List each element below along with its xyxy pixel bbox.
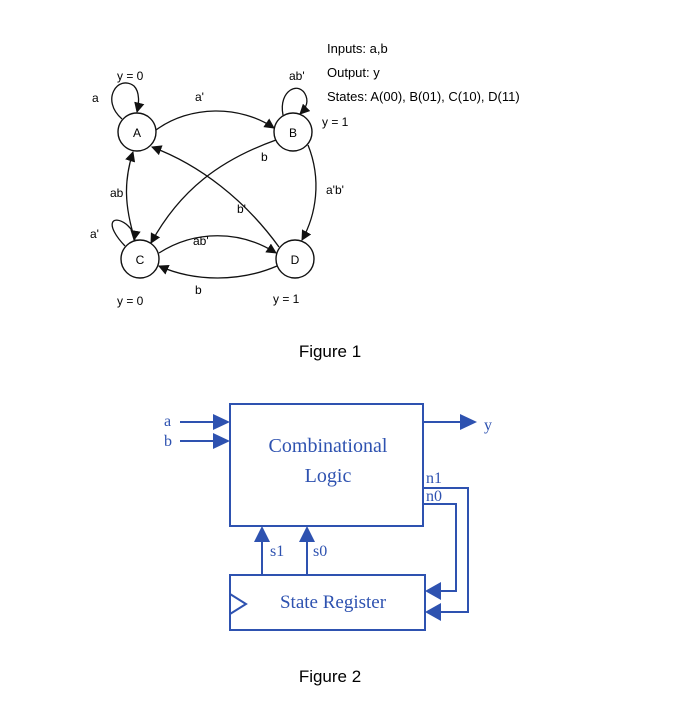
comb-logic-title-line2: Logic [305,465,352,487]
input-a-label: a [164,413,171,430]
edge-c-to-d [158,235,277,254]
edge-b-to-c-label: b [261,150,268,164]
state-register-box [229,574,426,631]
combinational-logic-box [229,403,424,527]
state-d-label: D [291,253,300,267]
next-state-n1-label: n1 [426,470,442,487]
edge-b-self-label: ab' [289,69,305,83]
figure-1-caption: Figure 1 [299,342,361,361]
state-b-output: y = 1 [322,115,349,129]
edge-a-self-label: a [92,91,99,105]
edge-d-to-a [151,145,280,248]
state-c-output: y = 0 [117,294,144,308]
feedback-n0-arrow [425,582,441,600]
figure-2-block-diagram: a b Combinational Logic y n1 n0 State Re… [164,403,492,686]
state-s1-label: s1 [270,543,284,560]
feedback-n1-wire [423,487,469,613]
state-b-label: B [289,126,297,140]
edge-c-to-a [125,151,136,241]
edge-a-to-b-label: a' [195,90,204,104]
clock-triangle-icon [229,593,248,615]
output-y-arrow [460,414,477,430]
input-b-arrow [213,433,230,449]
edge-b-to-d [301,144,317,241]
state-a-label: A [133,126,141,140]
edge-c-to-d-label: ab' [193,234,209,248]
info-output: Output: y [327,65,380,80]
feedback-n0-wire [423,503,457,592]
state-s0-label: s0 [313,543,327,560]
info-inputs: Inputs: a,b [327,41,388,56]
edge-d-to-c [158,265,278,279]
figure-2-caption: Figure 2 [299,667,361,686]
state-s0-arrow [299,526,315,542]
next-state-n0-label: n0 [426,488,442,505]
state-a-output: y = 0 [117,69,144,83]
state-d-output: y = 1 [273,292,300,306]
edge-d-to-a-label: b' [237,202,246,216]
edge-d-to-c-label: b [195,283,202,297]
state-register-label: State Register [280,592,387,613]
info-states: States: A(00), B(01), C(10), D(11) [327,89,520,104]
edge-a-to-b [155,110,275,131]
state-b-circle [273,112,313,152]
edge-a-self-loop [111,82,145,120]
state-c-label: C [136,253,145,267]
edge-b-to-d-label: a'b' [326,183,344,197]
edge-b-to-c [150,139,277,244]
comb-logic-title-line1: Combinational [269,435,388,457]
feedback-n1-arrow [425,603,441,621]
edge-c-self-label: a' [90,227,99,241]
state-s1-arrow [254,526,270,542]
input-b-label: b [164,433,172,450]
edge-c-to-a-label: ab [110,186,124,200]
figure-1-state-diagram: Inputs: a,b Output: y States: A(00), B(0… [90,41,520,361]
edge-b-self-loop [281,87,311,116]
state-d-circle [275,239,315,279]
output-y-label: y [484,417,492,434]
input-a-arrow [213,414,230,430]
